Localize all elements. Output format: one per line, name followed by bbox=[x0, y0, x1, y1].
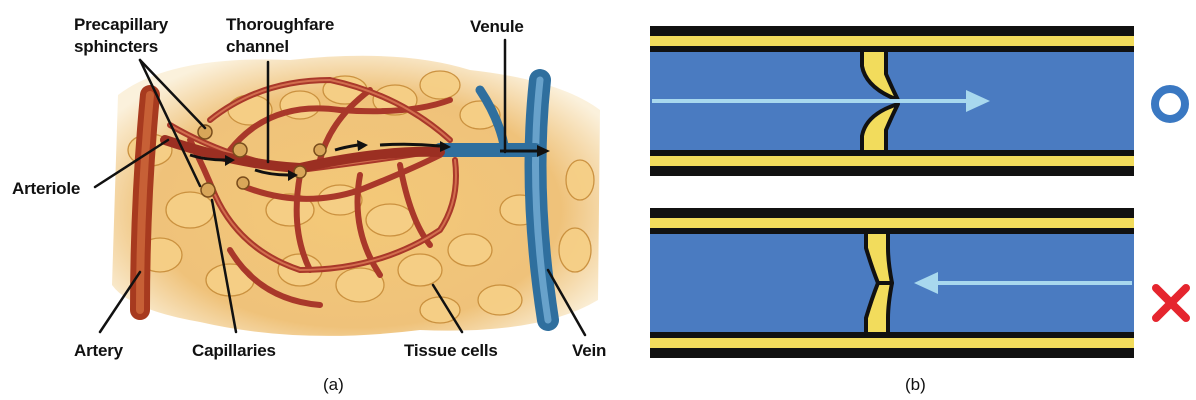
label-tissue-cells: Tissue cells bbox=[404, 341, 498, 360]
correct-mark-circle bbox=[1155, 89, 1185, 119]
label-arteriole: Arteriole bbox=[12, 179, 80, 198]
wrong-mark-cross bbox=[1156, 288, 1186, 318]
label-thoroughfare-line1: Thoroughfare bbox=[226, 15, 334, 34]
label-precapillary-line1: Precapillary bbox=[74, 15, 169, 34]
vessel-bottom bbox=[650, 208, 1134, 358]
vessel-top bbox=[650, 26, 1134, 176]
label-thoroughfare-line2: channel bbox=[226, 37, 289, 56]
label-artery: Artery bbox=[74, 341, 124, 360]
label-vein: Vein bbox=[572, 341, 606, 360]
label-capillaries: Capillaries bbox=[192, 341, 276, 360]
panel-a: Precapillary sphincters Thoroughfare cha… bbox=[12, 15, 606, 394]
label-precapillary-line2: sphincters bbox=[74, 37, 158, 56]
panel-b: (b) bbox=[650, 26, 1186, 394]
caption-a: (a) bbox=[323, 375, 344, 394]
label-venule: Venule bbox=[470, 17, 524, 36]
caption-b: (b) bbox=[905, 375, 926, 394]
